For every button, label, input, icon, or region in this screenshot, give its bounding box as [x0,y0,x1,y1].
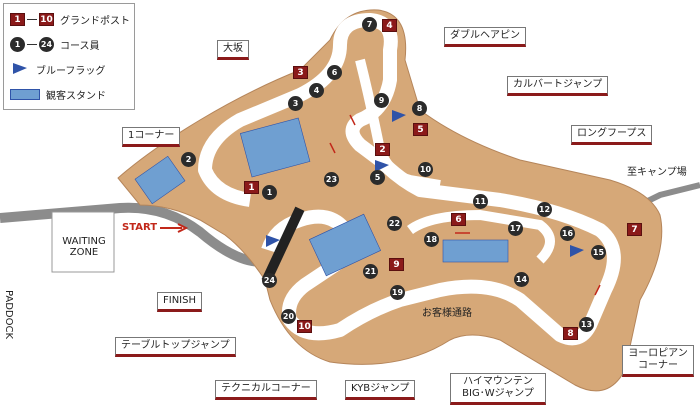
label-visitor-path: お客様通路 [422,308,472,319]
legend-stand-label: 観客スタンド [46,90,106,102]
label-to-camp: 至キャンプ場 [627,167,687,178]
grand-post: 9 [389,258,404,271]
stand-high-mountain [442,239,509,263]
legend-coursepost-from: 1 [10,36,25,52]
course-post: 5 [370,170,385,185]
flag-hairpin [392,110,406,122]
access-road [0,202,263,267]
course-post: 7 [362,17,377,32]
course-post: 17 [508,221,523,236]
label-first-corner: 1コーナー [122,127,181,147]
arrow-b [329,142,336,154]
start-arrow-head [177,223,189,233]
flag-5 [375,160,389,172]
label-finish: FINISH [157,292,202,312]
grand-post: 8 [563,327,578,340]
label-double-hairpin: ダブルヘアピン [444,27,526,47]
dirt-area [117,9,663,392]
legend-coursepost-label: コース員 [60,40,100,52]
spectator-stands [134,117,509,277]
legend-grandpost-to: 10 [39,12,54,26]
course-post: 12 [537,202,552,217]
label-high-mountain: ハイマウンテン BIG･Wジャンプ [450,373,546,405]
course-post: 20 [281,309,296,324]
label-europe-corner: ヨーロピアン コーナー [622,345,694,377]
course-post: 24 [262,273,277,288]
course-post: 16 [560,226,575,241]
course-post: 15 [591,245,606,260]
label-long-whoops: ロングフープス [571,125,653,145]
course-post: 13 [579,317,594,332]
legend-grandpost-label: グランドポスト [60,15,130,27]
label-start: START [122,222,158,233]
course-post: 23 [324,172,339,187]
legend-coursepost: 1 24 コース員 [10,35,100,53]
course-post: 1 [262,185,277,200]
race-track [198,13,621,346]
label-technical: テクニカルコーナー [215,380,317,400]
legend-blueflag-label: ブルーフラッグ [36,65,106,77]
label-osaka: 大坂 [217,40,249,60]
stand-technical [308,213,382,277]
direction-arrows [329,114,601,296]
course-post: 9 [374,93,389,108]
course-post: 8 [412,101,427,116]
arrow-a [349,114,356,126]
track-loop [407,209,555,264]
grand-post: 6 [451,213,466,226]
waiting-zone-area [51,211,115,273]
grand-post: 1 [244,181,259,194]
blueflag-icon [13,63,27,74]
flag-16 [570,245,584,257]
label-paddock: PADDOCK [3,290,14,340]
course-post: 4 [309,83,324,98]
grand-post: 10 [297,320,312,333]
label-waiting-zone: WAITING ZONE [62,236,106,258]
course-post: 19 [390,285,405,300]
grand-post: 5 [413,123,428,136]
legend-blueflag: ブルーフラッグ [10,60,105,78]
label-culvert-jump: カルバートジャンプ [507,76,609,96]
course-post: 14 [514,272,529,287]
finish-line [261,206,305,284]
course-post: 2 [181,152,196,167]
stand-first-corner [134,155,186,205]
stand-center [239,117,311,178]
legend-stand: 観客スタンド [10,85,106,103]
course-post: 10 [418,162,433,177]
label-kyb: KYBジャンプ [345,380,416,400]
course-post: 3 [288,96,303,111]
grand-post: 3 [293,66,308,79]
course-post: 21 [363,264,378,279]
arrow-d [594,284,601,296]
course-post: 11 [473,194,488,209]
grand-post: 2 [375,143,390,156]
flag-finish [266,235,280,247]
course-post: 6 [327,65,342,80]
legend-coursepost-to: 24 [39,36,54,52]
legend-grandpost: 1 10 グランドポスト [10,10,130,28]
legend: 1 10 グランドポスト 1 24 コース員 ブルーフラッグ 観客スタンド [3,3,135,110]
grand-post: 7 [627,223,642,236]
label-table-top: テーブルトップジャンプ [115,337,236,357]
course-post: 18 [424,232,439,247]
grand-post: 4 [382,19,397,32]
course-post: 22 [387,216,402,231]
stand-icon [10,88,40,100]
blue-flags [266,110,584,257]
legend-grandpost-from: 1 [10,12,25,26]
